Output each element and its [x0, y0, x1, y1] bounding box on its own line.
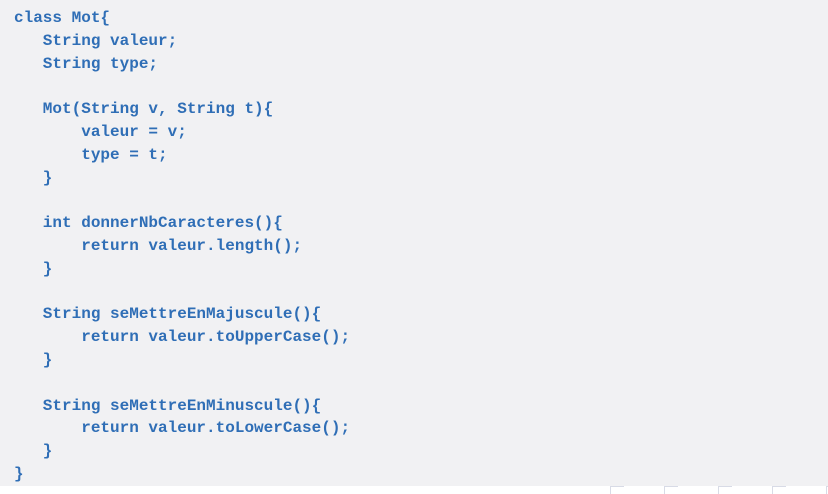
code-line: }: [14, 464, 24, 483]
code-line: return valeur.length();: [14, 236, 303, 255]
code-line: Mot(String v, String t){: [14, 100, 274, 119]
code-line: return valeur.toUpperCase();: [14, 328, 351, 347]
code-line: String seMettreEnMinuscule(){: [14, 396, 322, 415]
code-block: class Mot{ String valeur; String type; M…: [14, 7, 350, 486]
nav-last-icon[interactable]: [772, 486, 786, 494]
code-line: int donnerNbCaracteres(){: [14, 214, 283, 233]
code-line: [14, 372, 350, 395]
nav-first-icon[interactable]: [610, 486, 624, 494]
code-line: }: [14, 350, 53, 369]
nav-search-icon[interactable]: [826, 486, 828, 494]
code-line: class Mot{: [14, 9, 111, 27]
code-line: type = t;: [14, 145, 168, 164]
code-line: String valeur;: [14, 31, 178, 50]
nav-prev-icon[interactable]: [664, 486, 678, 494]
code-line: String type;: [14, 54, 159, 73]
slide-navigation: [610, 486, 828, 494]
code-line: }: [14, 259, 53, 278]
code-line: String seMettreEnMajuscule(){: [14, 305, 322, 324]
code-line: valeur = v;: [14, 122, 187, 141]
code-line: return valeur.toLowerCase();: [14, 419, 351, 438]
code-line: [14, 281, 350, 304]
code-line: }: [14, 442, 53, 461]
code-line: [14, 189, 350, 212]
code-line: }: [14, 168, 53, 187]
code-line: [14, 75, 350, 98]
nav-next-icon[interactable]: [718, 486, 732, 494]
